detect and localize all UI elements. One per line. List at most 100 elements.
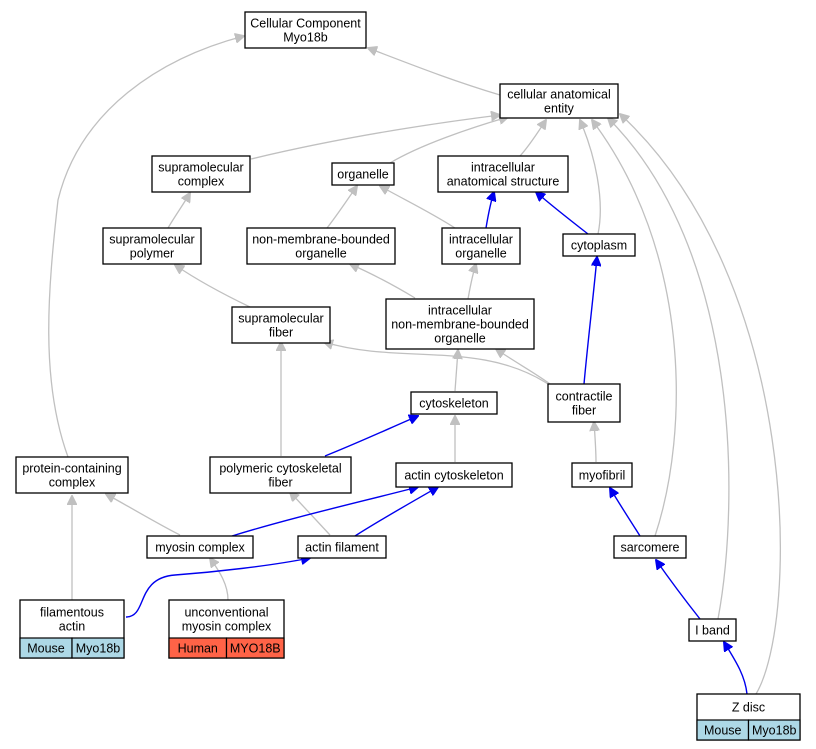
node-label: fiber [269,326,293,340]
node-inmbo[interactable]: intracellularnon-membrane-boundedorganel… [385,298,535,350]
node-label: Cellular Component [250,17,361,31]
node-label: I band [695,624,730,638]
edge-contractile-inmbo [496,349,551,385]
node-label: contractile [556,390,613,404]
edge-pcc-cc [48,36,244,458]
node-box [688,618,737,642]
node-cytoplasm[interactable]: cytoplasm [562,233,636,257]
node-label: non-membrane-bounded [252,233,390,247]
edge-cytoplasm-cae [580,120,601,235]
node-label: myosin complex [155,541,245,555]
node-label: myosin complex [182,620,272,634]
node-label: actin cytoskeleton [404,469,503,483]
tag-cell [225,637,285,659]
node-box [151,155,251,193]
node-label: fiber [572,404,596,418]
edge-sarcomere-cae [592,120,677,537]
node-box [297,535,387,559]
node-box [562,233,636,257]
edge-sarcomere-myofibril [610,488,641,537]
edge-zdisc-cae [620,114,781,695]
node-label: myofibril [579,469,626,483]
node-label: organelle [455,247,506,261]
edge-umc-myosin [210,558,229,601]
node-label: cytoskeleton [419,397,489,411]
edge-ias-cae [519,120,546,157]
tag-label: MYO18B [230,642,281,656]
node-sarcomere[interactable]: sarcomere [613,535,687,559]
node-label: supramolecular [238,312,323,326]
node-label: polymer [130,247,174,261]
node-box [571,462,633,488]
edge-nmbo-organelle [326,186,357,229]
edge-iband-cae [608,118,730,620]
node-box [102,227,202,265]
node-label: organelle [337,168,388,182]
edge-actinfil-actincyto [354,487,438,537]
node-label: polymeric cytoskeletal [219,462,341,476]
node-box [613,535,687,559]
edge-filactin-actinfil [125,558,310,618]
node-cytoskeleton[interactable]: cytoskeleton [410,391,498,415]
node-box [499,83,619,119]
node-box [231,306,331,344]
node-label: cytoplasm [571,239,627,253]
node-box [146,535,254,559]
edge-supfiber-suppolymer [175,265,251,308]
tag-label: Mouse [704,724,742,738]
node-box [441,227,521,265]
tag-cell [71,637,125,659]
edge-inmbo-nmbo [350,264,416,299]
node-iband[interactable]: I band [688,618,737,642]
edge-pcf-cytoskeleton [324,416,418,457]
tag-label: Myo18b [752,724,797,738]
node-actincyto[interactable]: actin cytoskeleton [395,462,513,488]
node-label: intracellular [471,161,535,175]
node-label: non-membrane-bounded [391,318,529,332]
node-box [385,298,535,350]
node-label: complex [49,476,96,490]
edge-myosin-actincyto [231,487,418,537]
node-actinfil[interactable]: actin filament [297,535,387,559]
node-label: Z disc [732,701,765,715]
node-label: intracellular [428,304,492,318]
node-myofibril[interactable]: myofibril [571,462,633,488]
node-label: cellular anatomical [507,88,611,102]
edge-actinfil-pcf [290,492,331,536]
tag-label: Human [178,642,218,656]
edge-contractile-supfiber [324,342,549,385]
node-label: anatomical structure [447,175,560,189]
node-label: entity [544,102,575,116]
node-organelle[interactable]: organelle [331,162,395,186]
edge-myofibril-contractile [594,422,596,463]
node-myosin[interactable]: myosin complex [146,535,254,559]
edge-contractile-cytoplasm [583,257,597,385]
node-box [395,462,513,488]
edge-cae-cc [368,48,501,96]
edge-supcomplex-cae [250,115,500,160]
tag-label: Myo18b [76,642,121,656]
node-label: sarcomere [620,541,679,555]
node-label: organelle [295,247,346,261]
node-box [331,162,395,186]
edge-intraorg-ias [485,192,494,229]
tag-label: Mouse [27,642,65,656]
node-label: intracellular [449,233,513,247]
node-label: complex [178,175,225,189]
node-label: actin [59,620,85,634]
